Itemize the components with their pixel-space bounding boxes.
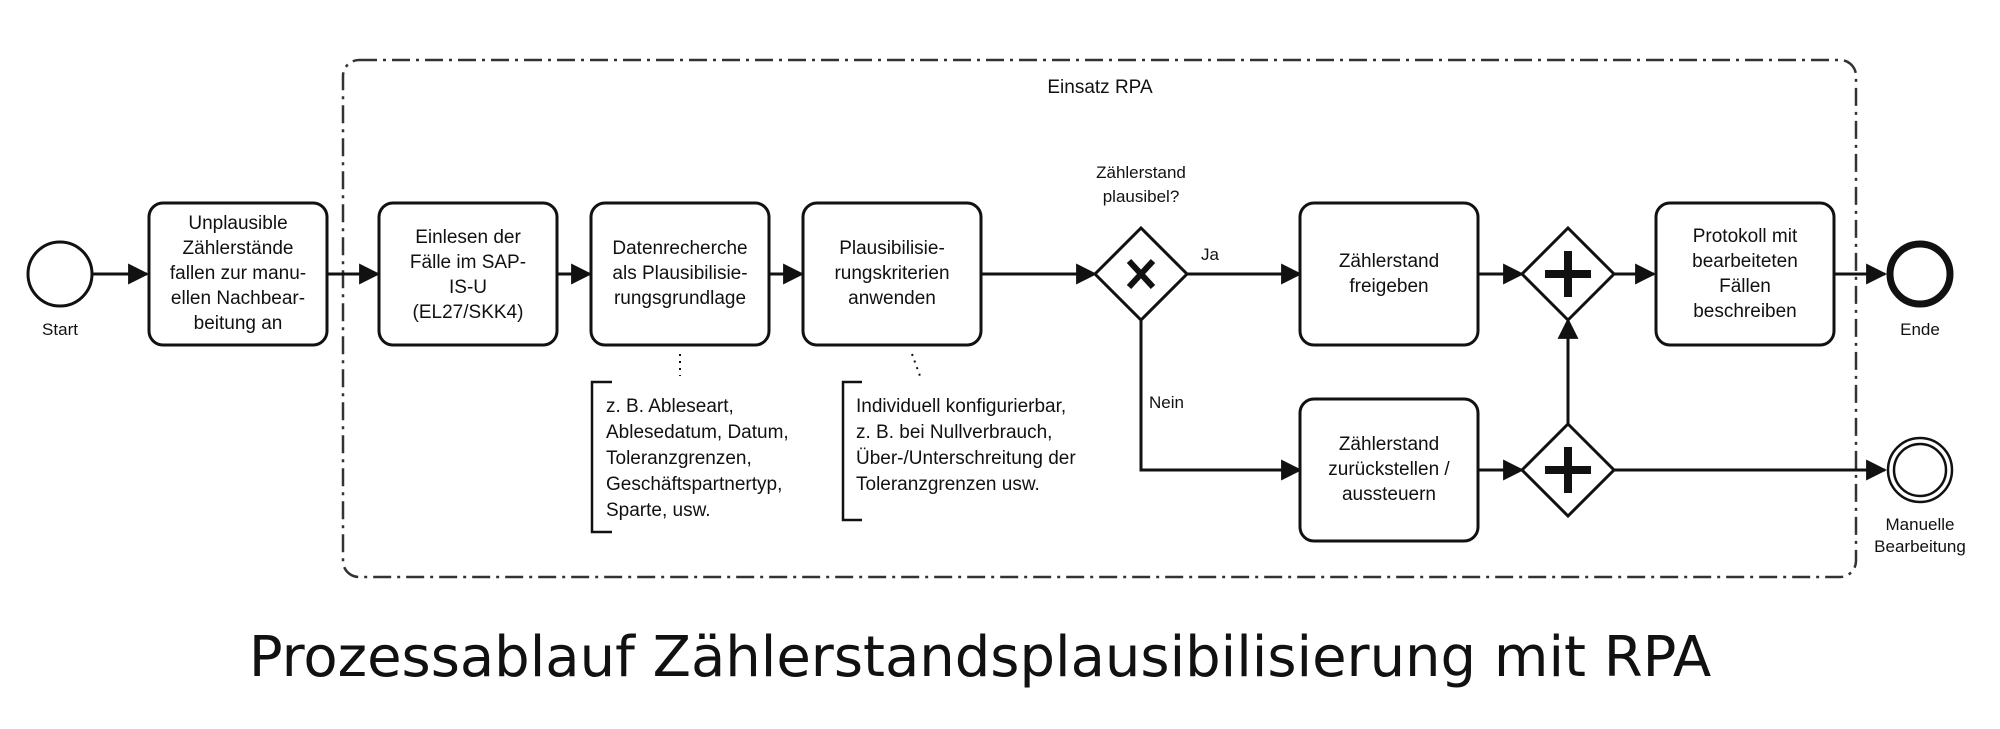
task-einlesen-line: Fälle im SAP- (410, 252, 526, 273)
flow-gateway-no (1139, 320, 1303, 481)
task-zurueckstellen-line: Zählerstand (1339, 434, 1439, 455)
task-unplausible-line: fallen zur manu- (170, 263, 306, 284)
annotation-line: Geschäftspartnertyp, (606, 474, 782, 495)
task-protokoll: Protokoll mit bearbeiteten Fällen beschr… (1654, 201, 1836, 347)
annotation-line: Toleranzgrenzen, (606, 448, 752, 469)
gateway-yes-label: Ja (1201, 245, 1220, 264)
plus-icon (1545, 447, 1591, 493)
rpa-group-label: Einsatz RPA (1047, 77, 1153, 98)
task-datenrecherche: Datenrecherche als Plausibilisie- rungsg… (589, 201, 771, 347)
task-plausibilisierung-line: anwenden (848, 288, 936, 309)
task-zurueckstellen: Zählerstand zurückstellen / aussteuern (1298, 397, 1480, 543)
parallel-gateway-join (1519, 225, 1617, 323)
task-protokoll-line: beschreiben (1693, 301, 1797, 322)
exclusive-gateway (1092, 225, 1190, 323)
annotation-bracket-1 (590, 380, 612, 534)
task-einlesen-line: Einlesen der (415, 227, 521, 248)
annotation-line: Ablesedatum, Datum, (606, 422, 789, 443)
task-zurueckstellen-line: zurückstellen / (1328, 459, 1450, 480)
annotation-plausibilisierung: Individuell konfigurierbar, z. B. bei Nu… (856, 396, 1076, 495)
parallel-gateway-fork (1519, 421, 1617, 519)
task-plausibilisierung-line: Plausibilisie- (839, 238, 945, 259)
diagram-caption: Prozessablauf Zählerstandsplausibilisier… (249, 625, 1711, 690)
manual-event-label-1: Manuelle (1886, 515, 1955, 534)
annotation-line: z. B. bei Nullverbrauch, (856, 422, 1052, 443)
task-unplausible-line: beitung an (194, 313, 283, 334)
start-event (26, 240, 94, 308)
start-event-label: Start (42, 320, 78, 339)
manual-event-label-2: Bearbeitung (1874, 537, 1966, 556)
gateway-question-line-1: Zählerstand (1096, 163, 1186, 182)
task-plausibilisierung: Plausibilisie- rungskriterien anwenden (801, 201, 983, 347)
gateway-question-line-2: plausibel? (1103, 187, 1180, 206)
task-freigeben-line: Zählerstand (1339, 251, 1439, 272)
annotation-datenrecherche: z. B. Ableseart, Ablesedatum, Datum, Tol… (606, 396, 789, 521)
task-zurueckstellen-line: aussteuern (1342, 484, 1436, 505)
manual-end-event (1886, 436, 1954, 504)
task-freigeben: Zählerstand freigeben (1298, 201, 1480, 347)
annotation-line: Sparte, usw. (606, 500, 711, 521)
task-einlesen: Einlesen der Fälle im SAP- IS-U (EL27/SK… (377, 201, 559, 347)
plus-icon (1545, 251, 1591, 297)
task-datenrecherche-line: rungsgrundlage (614, 288, 746, 309)
annotation-line: Individuell konfigurierbar, (856, 396, 1066, 417)
annotation-bracket-2 (841, 380, 862, 522)
annotation-line: z. B. Ableseart, (606, 396, 734, 417)
end-event (1886, 240, 1954, 308)
task-unplausible: Unplausible Zählerstände fallen zur manu… (147, 201, 329, 347)
task-datenrecherche-line: als Plausibilisie- (612, 263, 747, 284)
task-datenrecherche-line: Datenrecherche (612, 238, 747, 259)
end-event-label: Ende (1900, 320, 1940, 339)
x-icon (1126, 258, 1156, 290)
task-protokoll-line: bearbeiteten (1692, 251, 1798, 272)
task-unplausible-line: Unplausible (188, 213, 287, 234)
annotation-connector-2 (911, 353, 921, 377)
task-einlesen-line: (EL27/SKK4) (413, 302, 524, 323)
rpa-group-boundary (341, 58, 1858, 579)
task-einlesen-line: IS-U (449, 277, 487, 298)
task-protokoll-line: Protokoll mit (1693, 226, 1798, 247)
task-plausibilisierung-line: rungskriterien (834, 263, 949, 284)
annotation-line: Über-/Unterschreitung der (856, 448, 1076, 469)
task-unplausible-line: Zählerstände (183, 238, 294, 259)
task-freigeben-line: freigeben (1349, 276, 1428, 297)
annotation-line: Toleranzgrenzen usw. (856, 474, 1040, 495)
gateway-no-label: Nein (1149, 393, 1184, 412)
task-protokoll-line: Fällen (1719, 276, 1771, 297)
task-unplausible-line: ellen Nachbear- (171, 288, 305, 309)
sequence-flows (93, 263, 1888, 481)
